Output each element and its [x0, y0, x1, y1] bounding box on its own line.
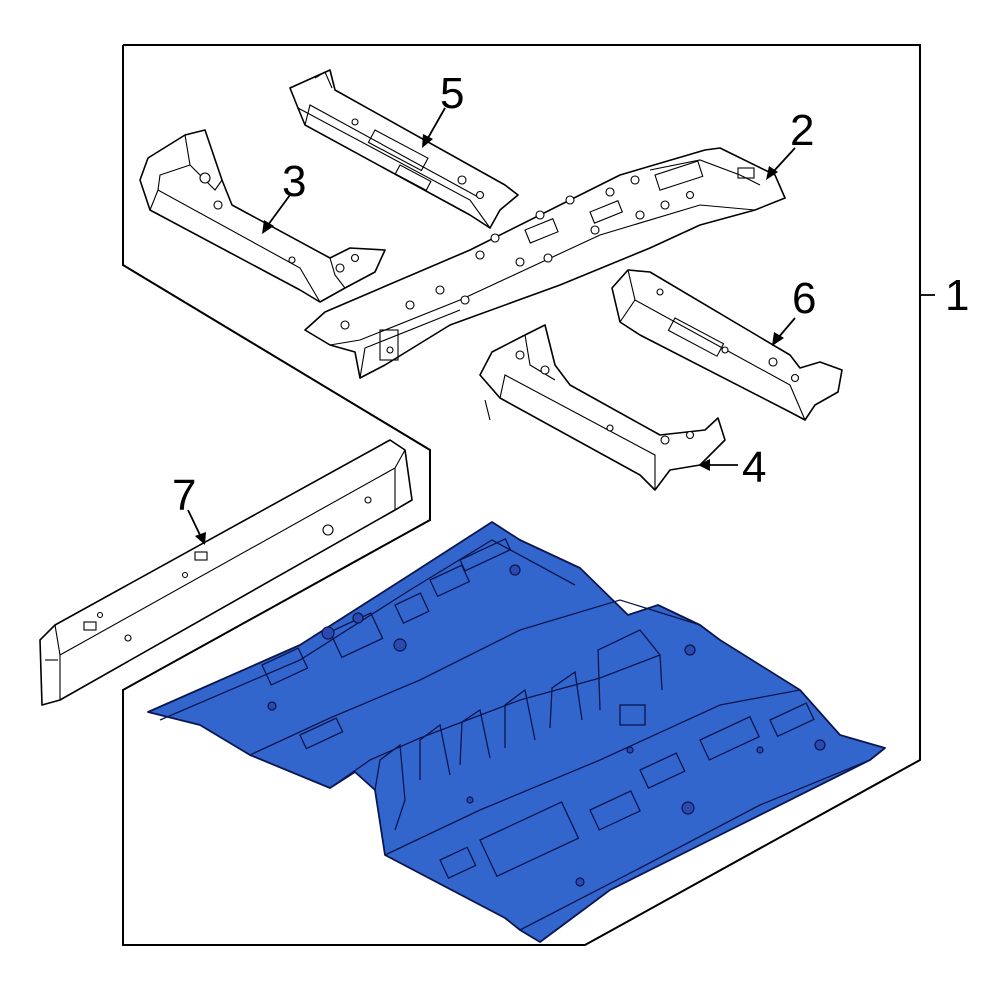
- floor-pan-highlighted[interactable]: [147, 521, 886, 943]
- callout-4-arrowhead: [698, 459, 710, 471]
- part-2-tunnel-reinforcement[interactable]: [304, 147, 786, 379]
- part-7-side-sill[interactable]: [39, 439, 413, 706]
- part-4-crossmember[interactable]: [479, 324, 726, 491]
- callout-7-arrowhead: [195, 532, 206, 545]
- callout-2-leader: [772, 147, 796, 173]
- callout-5-leader: [427, 107, 446, 139]
- callout-7[interactable]: 7: [172, 471, 196, 520]
- callout-3-leader: [267, 194, 291, 226]
- callout-6[interactable]: 6: [792, 274, 816, 323]
- callout-5-arrowhead: [422, 134, 433, 148]
- callout-2[interactable]: 2: [790, 106, 814, 155]
- part-3-crossmember[interactable]: [139, 129, 386, 303]
- callout-5[interactable]: 5: [440, 69, 464, 118]
- part-5-crossmember[interactable]: [289, 69, 519, 229]
- assembly-boundary: [122, 44, 921, 946]
- callout-3[interactable]: 3: [282, 157, 306, 206]
- callout-3-arrowhead: [262, 220, 274, 234]
- callout-7-leader: [187, 509, 201, 536]
- callout-4[interactable]: 4: [742, 443, 766, 492]
- callout-2-arrowhead: [766, 166, 778, 180]
- callout-6-arrowhead: [772, 332, 784, 346]
- callout-6-leader: [777, 317, 796, 339]
- callout-1[interactable]: 1: [945, 271, 969, 320]
- part-6-crossmember[interactable]: [611, 269, 843, 421]
